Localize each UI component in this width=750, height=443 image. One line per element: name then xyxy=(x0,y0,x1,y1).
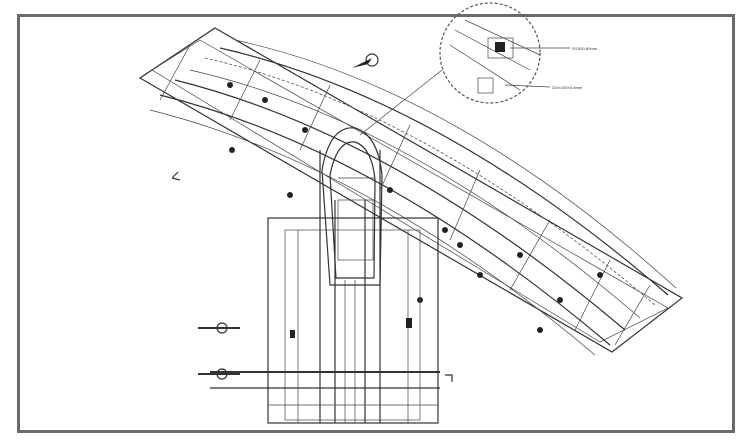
drawing-frame xyxy=(17,14,735,433)
callout-label-1: S/1000-80mm xyxy=(572,46,598,51)
central-capsule xyxy=(321,127,383,286)
vertical-stem xyxy=(210,150,440,424)
curved-band xyxy=(138,27,684,356)
callout-label-2: 200×150×0.8mm xyxy=(552,85,583,90)
section-symbols xyxy=(171,53,453,382)
detail-callout: S/1000-80mm 200×150×0.8mm xyxy=(359,2,598,136)
